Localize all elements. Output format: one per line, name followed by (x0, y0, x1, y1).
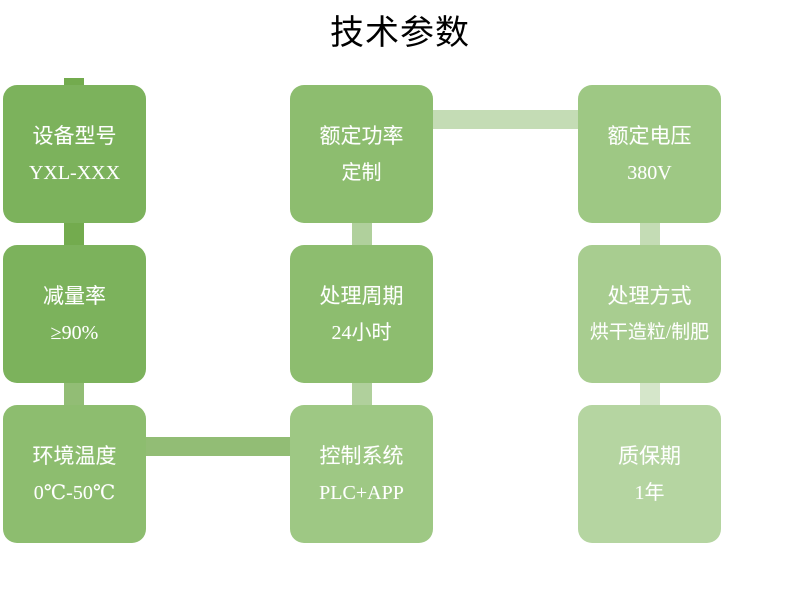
spec-value: 定制 (341, 161, 382, 184)
spec-label: 设备型号 (32, 123, 117, 148)
spec-value: 1年 (634, 481, 665, 504)
spec-value: 380V (627, 161, 672, 184)
spec-value: 0℃-50℃ (33, 481, 116, 504)
spec-label: 控制系统 (319, 443, 404, 468)
spec-card-rated-power[interactable]: 额定功率 定制 (290, 85, 433, 223)
spec-label: 质保期 (618, 443, 681, 468)
spec-card-rated-voltage[interactable]: 额定电压 380V (578, 85, 721, 223)
spec-card-ambient-temperature[interactable]: 环境温度 0℃-50℃ (3, 405, 146, 543)
spec-card-warranty[interactable]: 质保期 1年 (578, 405, 721, 543)
spec-label: 处理周期 (319, 283, 404, 308)
spec-label: 环境温度 (32, 443, 117, 468)
page-title: 技术参数 (330, 15, 470, 52)
spec-label: 减量率 (43, 283, 106, 308)
spec-value: ≥90% (50, 321, 99, 344)
spec-label: 额定电压 (607, 123, 692, 148)
spec-value: 烘干造粒/制肥 (589, 321, 710, 343)
spec-card-treatment-method[interactable]: 处理方式 烘干造粒/制肥 (578, 245, 721, 383)
spec-label: 额定功率 (319, 123, 404, 148)
spec-card-model[interactable]: 设备型号 YXL-XXX (3, 85, 146, 223)
spec-value: PLC+APP (319, 481, 404, 504)
spec-value: 24小时 (331, 321, 392, 344)
spec-value: YXL-XXX (28, 161, 121, 184)
spec-card-reduction-rate[interactable]: 减量率 ≥90% (3, 245, 146, 383)
spec-label: 处理方式 (607, 283, 692, 308)
spec-card-treatment-cycle[interactable]: 处理周期 24小时 (290, 245, 433, 383)
spec-card-control-system[interactable]: 控制系统 PLC+APP (290, 405, 433, 543)
